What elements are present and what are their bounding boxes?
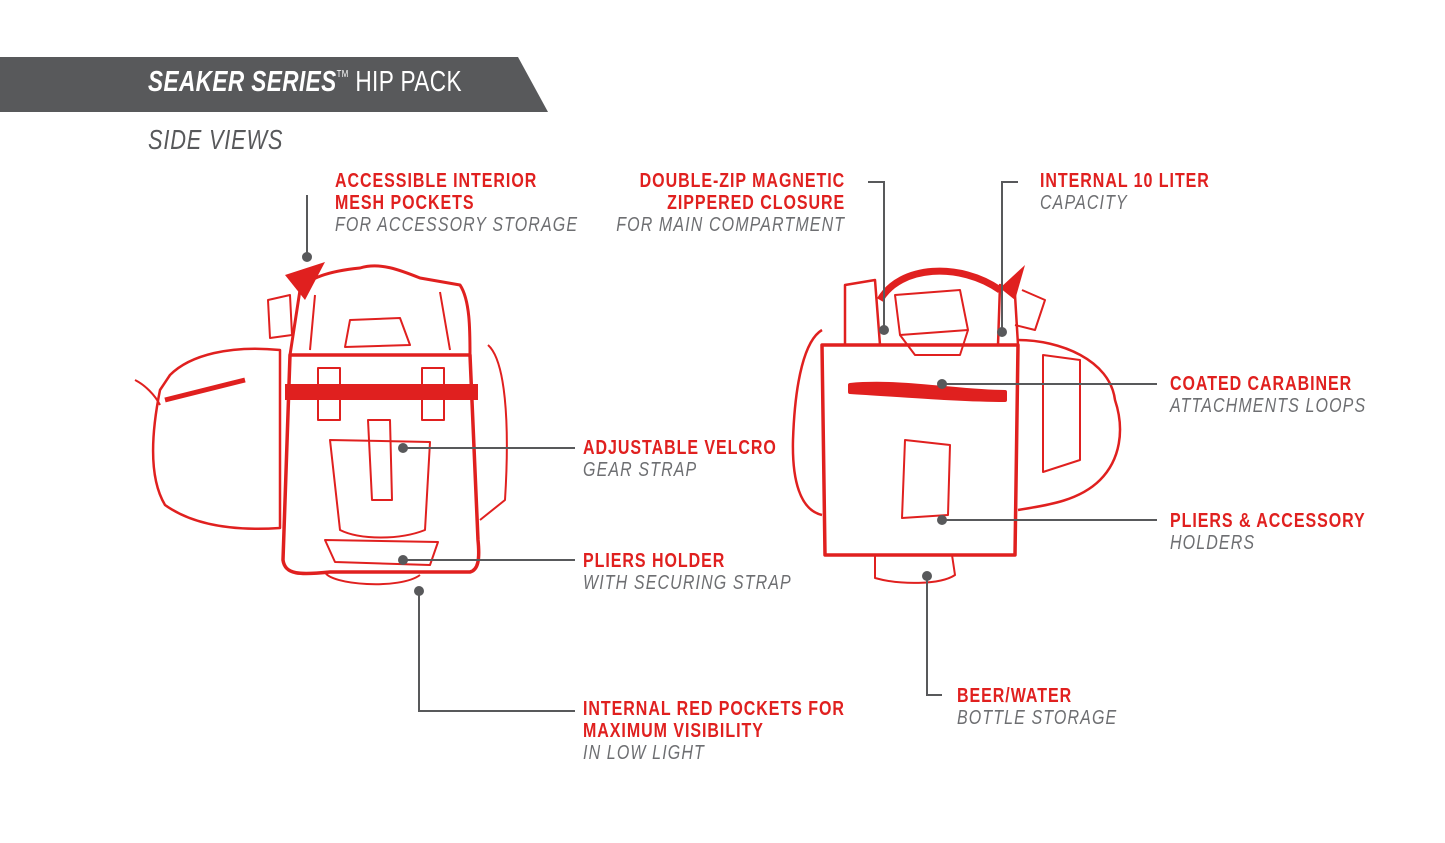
left-bag-illustration: [134, 262, 508, 586]
callout-heading: INTERNAL RED POCKETS FOR: [583, 698, 845, 720]
title-bold: SEAKER SERIES: [148, 66, 337, 98]
callout-heading: DOUBLE-ZIP MAGNETIC: [639, 170, 845, 192]
leader-dots: [302, 252, 1007, 596]
callout-mesh-pockets: ACCESSIBLE INTERIOR MESH POCKETS FOR ACC…: [335, 170, 578, 237]
right-bag-illustration: [791, 265, 1122, 584]
callout-bottle-storage: BEER/WATER BOTTLE STORAGE: [957, 685, 1117, 730]
callout-subtext: HOLDERS: [1170, 532, 1256, 554]
callout-heading: INTERNAL 10 LITER: [1040, 170, 1210, 192]
callout-subtext: BOTTLE STORAGE: [957, 707, 1118, 729]
callout-heading: MESH POCKETS: [335, 192, 475, 214]
callout-subtext: CAPACITY: [1040, 192, 1128, 214]
banner-shape: [0, 57, 548, 112]
callout-subtext: FOR ACCESSORY STORAGE: [335, 214, 579, 236]
callout-magnetic-closure: DOUBLE-ZIP MAGNETIC ZIPPERED CLOSURE FOR…: [616, 170, 845, 237]
callout-heading: BEER/WATER: [957, 685, 1073, 707]
callout-accessory-holders: PLIERS & ACCESSORY HOLDERS: [1170, 510, 1366, 555]
callout-heading: ZIPPERED CLOSURE: [666, 192, 845, 214]
title-banner: [0, 57, 548, 112]
callout-carabiner-loops: COATED CARABINER ATTACHMENTS LOOPS: [1170, 373, 1366, 418]
callout-heading: COATED CARABINER: [1170, 373, 1353, 395]
callout-subtext: IN LOW LIGHT: [583, 742, 705, 764]
subtitle: SIDE VIEWS: [148, 124, 284, 155]
leader-lines: [306, 181, 1157, 712]
callout-subtext: WITH SECURING STRAP: [583, 572, 792, 594]
callout-heading: ACCESSIBLE INTERIOR: [335, 170, 538, 192]
trademark: TM: [336, 69, 349, 80]
callout-heading: ADJUSTABLE VELCRO: [583, 437, 777, 459]
callout-subtext: GEAR STRAP: [583, 459, 698, 481]
callout-velcro-strap: ADJUSTABLE VELCRO GEAR STRAP: [583, 437, 777, 482]
title-rest: HIP PACK: [355, 66, 462, 98]
callout-heading: PLIERS & ACCESSORY: [1170, 510, 1366, 532]
callout-subtext: FOR MAIN COMPARTMENT: [616, 214, 845, 236]
callout-pliers-holder: PLIERS HOLDER WITH SECURING STRAP: [583, 550, 792, 595]
callout-heading: PLIERS HOLDER: [583, 550, 726, 572]
page-title: SEAKER SERIESTM HIP PACK: [148, 66, 462, 99]
callout-heading: MAXIMUM VISIBILITY: [583, 720, 764, 742]
callout-subtext: ATTACHMENTS LOOPS: [1170, 395, 1367, 417]
callout-capacity: INTERNAL 10 LITER CAPACITY: [1040, 170, 1210, 215]
callout-red-pockets: INTERNAL RED POCKETS FOR MAXIMUM VISIBIL…: [583, 698, 845, 765]
